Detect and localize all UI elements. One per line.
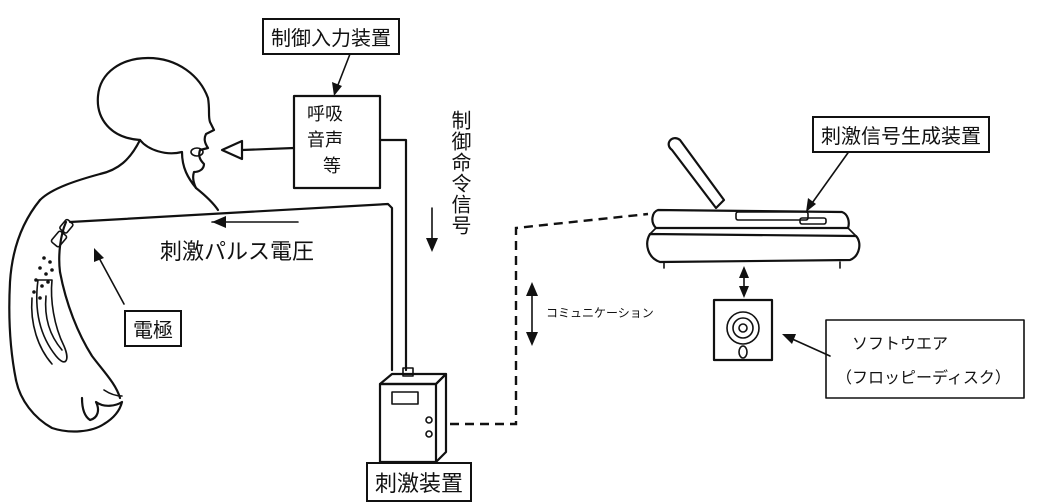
- signal-generator-device: [646, 137, 861, 269]
- command-arrow-head: [426, 238, 438, 252]
- input-label-pointer-head: [332, 82, 342, 96]
- arm-outer: [8, 198, 42, 382]
- pulse-arrow-head: [212, 216, 226, 228]
- chest-outline: [194, 186, 220, 212]
- thumb: [103, 389, 123, 397]
- mouth: [190, 147, 204, 157]
- microphone-icon: [220, 139, 244, 161]
- stimulation-device: [378, 367, 448, 464]
- voice-label: 音声: [307, 130, 343, 151]
- stimulation-device-label: 刺激装置: [366, 462, 473, 502]
- comm-arrow-down: [526, 332, 538, 346]
- head-outline: [96, 56, 216, 190]
- generator-label-pointer: [809, 149, 851, 207]
- input-sensor-box: [292, 94, 382, 190]
- stim-signal-generator-label: 刺激信号生成装置: [812, 116, 990, 153]
- hand: [14, 378, 124, 433]
- electrode-label: 電極: [124, 310, 182, 347]
- communication-link: [450, 212, 649, 426]
- control-input-device-label: 制御入力装置: [262, 18, 400, 55]
- generator-label-pointer-head: [806, 198, 816, 212]
- breath-label: 呼吸: [307, 104, 343, 125]
- muscle-2: [44, 295, 63, 351]
- software-label-box: [825, 319, 1025, 399]
- input-label-pointer: [335, 53, 351, 91]
- disk-arrow-down: [739, 286, 749, 298]
- software-label-pointer: [789, 337, 831, 357]
- shoulder-outline: [38, 138, 142, 202]
- electrode-label-pointer: [97, 255, 125, 305]
- disk-arrow-up: [739, 266, 749, 278]
- muscle-1: [36, 279, 68, 363]
- electrode-pad-1: [50, 230, 68, 248]
- software-label-line2: （フロッピーディスク）: [836, 368, 1011, 387]
- electrode-dots: [32, 256, 54, 300]
- mic-cable: [240, 146, 296, 152]
- sensor-cable: [378, 138, 408, 372]
- forearm: [58, 270, 122, 400]
- stim-pulse-voltage-label: 刺激パルス電圧: [160, 240, 315, 265]
- software-label-line1: ソフトウエア: [852, 334, 949, 353]
- floppy-disk-icon: [712, 298, 774, 362]
- muscle-3: [30, 297, 53, 365]
- comm-arrow-up: [526, 282, 538, 296]
- electrode-label-pointer-head: [94, 248, 104, 262]
- software-label-pointer-head: [782, 334, 796, 344]
- communication-label: コミュニケーション: [546, 306, 654, 320]
- human-figure: [8, 56, 220, 433]
- pulse-cable: [68, 202, 394, 372]
- control-command-signal-label: 制御命令信号: [448, 110, 472, 236]
- etc-label: 等: [323, 156, 341, 177]
